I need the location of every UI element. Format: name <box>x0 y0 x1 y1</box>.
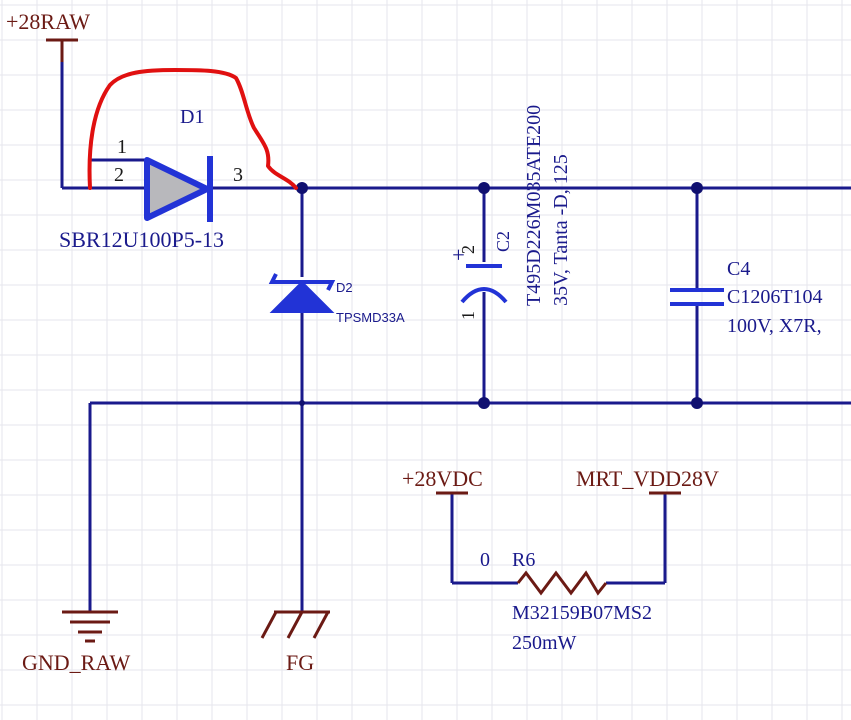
junction-c4-bottom <box>691 397 703 409</box>
chassis-leg-1-icon <box>260 611 278 639</box>
d1-part-number: SBR12U100P5-13 <box>59 227 224 252</box>
c4-designator: C4 <box>727 258 750 280</box>
junction-c4-top <box>691 182 703 194</box>
tvs-zener-bar-icon <box>268 273 336 291</box>
junction-c2-top <box>478 182 490 194</box>
chassis-leg-3-icon <box>312 611 330 639</box>
c2-plus-sign: + <box>446 249 471 261</box>
wires <box>60 62 851 612</box>
tvs-triangle-icon <box>269 280 335 313</box>
c2-rating: 35V, Tanta -D, 125 <box>550 154 572 306</box>
diode-triangle-icon <box>144 157 210 221</box>
red-bypass-mark-icon <box>87 68 298 190</box>
ground-label: GND_RAW <box>22 650 130 675</box>
power-port-label: +28VDC <box>402 466 483 491</box>
power-port-label: MRT_VDD28V <box>576 466 719 491</box>
c4-rating: 100V, X7R, <box>727 315 822 337</box>
chassis-leg-2-icon <box>286 611 304 639</box>
resistor-zigzag-icon <box>516 570 608 596</box>
capacitor-c2[interactable]: + 2 1 C2 T495D226M035ATE200 35V, Tanta -… <box>446 105 572 320</box>
r6-power: 250mW <box>512 632 577 654</box>
c2-part-number: T495D226M035ATE200 <box>523 105 545 306</box>
r6-value: 0 <box>480 549 490 571</box>
r6-designator: R6 <box>512 549 535 571</box>
r6-part-number: M32159B07MS2 <box>512 602 652 624</box>
junctions <box>296 182 703 409</box>
c4-part-number: C1206T104 <box>727 286 823 308</box>
ground-label: FG <box>286 650 314 675</box>
c2-designator: C2 <box>493 231 513 252</box>
d2-designator: D2 <box>336 280 353 295</box>
c2-pin1-label: 1 <box>458 311 478 320</box>
junction-fg-rail <box>299 400 305 406</box>
capacitor-c4[interactable]: C4 C1206T104 100V, X7R, <box>670 258 823 337</box>
d1-pin2-label: 2 <box>114 164 124 186</box>
cap-plate-negative-icon <box>460 287 508 304</box>
tvs-diode-d2[interactable]: D2 TPSMD33A <box>268 273 405 325</box>
resistor-r6[interactable]: 0 R6 M32159B07MS2 250mW <box>480 549 652 654</box>
junction-c2-bottom <box>478 397 490 409</box>
chassis-ground-fg[interactable]: FG <box>260 610 330 675</box>
power-port-label: +28RAW <box>6 9 90 34</box>
d1-pin1-label: 1 <box>117 136 127 158</box>
d1-pin3-label: 3 <box>233 164 243 186</box>
power-port-28raw[interactable]: +28RAW <box>6 9 90 62</box>
ground-gnd-raw[interactable]: GND_RAW <box>22 610 130 675</box>
d1-designator: D1 <box>180 106 204 128</box>
power-port-28vdc[interactable]: +28VDC <box>402 466 483 495</box>
d2-part-number: TPSMD33A <box>336 310 405 325</box>
power-port-mrt-vdd28v[interactable]: MRT_VDD28V <box>576 466 719 495</box>
c2-pin2-label: 2 <box>458 245 478 254</box>
junction-d1-out <box>296 182 308 194</box>
diode-d1[interactable]: D1 1 2 3 SBR12U100P5-13 <box>59 106 243 252</box>
